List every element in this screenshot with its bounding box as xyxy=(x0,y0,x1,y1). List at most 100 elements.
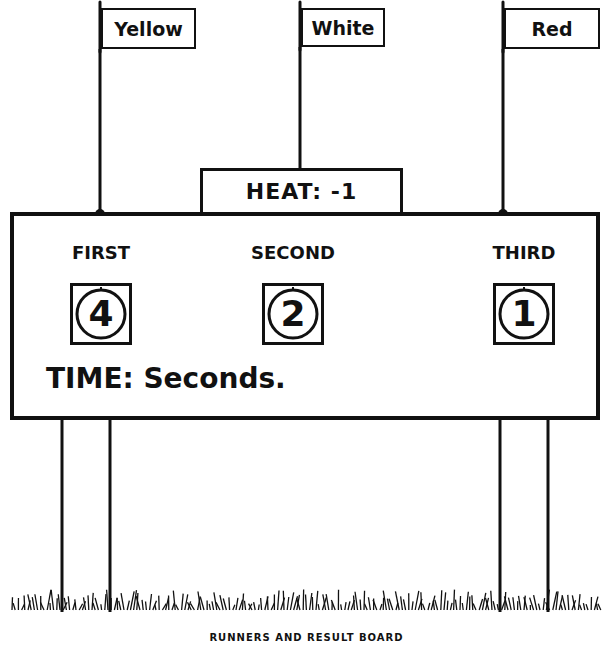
grass-blade xyxy=(433,601,434,610)
grass-blade xyxy=(422,604,424,610)
grass-blade xyxy=(32,597,34,610)
grass-blade xyxy=(486,598,489,610)
grass-blade xyxy=(95,598,98,610)
hanging-hook xyxy=(292,287,294,291)
grass-blade xyxy=(415,591,419,610)
grass-blade xyxy=(188,601,191,610)
grass-blade xyxy=(134,590,137,610)
place-box: FIRST4 xyxy=(31,242,171,345)
place-number: 1 xyxy=(496,286,552,342)
grass-blade xyxy=(568,595,569,610)
grass-blade xyxy=(93,603,95,610)
grass-blade xyxy=(355,592,358,610)
grass-blade xyxy=(312,597,314,610)
grass-blade xyxy=(383,591,386,610)
grass-blade xyxy=(513,597,515,610)
board-leg xyxy=(547,418,550,612)
grass-blade xyxy=(572,595,575,610)
grass-blade xyxy=(187,602,191,610)
heat-box: HEAT: -1 xyxy=(200,168,403,215)
grass-blade xyxy=(556,591,558,610)
grass-blade xyxy=(92,593,93,610)
grass-blade xyxy=(265,596,268,610)
grass-blade xyxy=(412,601,413,610)
grass-blade xyxy=(546,602,550,610)
grass-blade xyxy=(543,598,544,610)
grass-blade xyxy=(158,596,160,610)
flag-pole xyxy=(502,49,505,213)
hanging-hook xyxy=(523,287,525,291)
grass-blade xyxy=(220,595,223,610)
grass-blade xyxy=(538,604,540,610)
flag-pole xyxy=(299,47,302,169)
flag-text: Yellow xyxy=(114,18,183,40)
grass-blade xyxy=(594,597,598,610)
grass-blade xyxy=(578,594,580,610)
grass-blade xyxy=(283,591,285,610)
grass-blade xyxy=(155,605,156,610)
grass-blade xyxy=(116,598,118,610)
grass-blade xyxy=(49,603,51,610)
grass-blade xyxy=(305,595,307,610)
grass-blade xyxy=(145,602,147,610)
grass-blade xyxy=(338,590,339,610)
grass-blade xyxy=(28,594,31,610)
grass-blade xyxy=(68,596,69,610)
grass-blade xyxy=(173,591,175,610)
grass-blade xyxy=(142,600,143,610)
grass-blade xyxy=(182,594,184,610)
grass-blade xyxy=(75,599,76,610)
place-box: THIRD 1 xyxy=(454,242,594,345)
grass-blade xyxy=(83,597,85,610)
grass-blade xyxy=(87,595,89,610)
flag-pole xyxy=(99,49,102,213)
grass-blade xyxy=(13,603,15,610)
grass-blade xyxy=(23,596,25,610)
grass-blade xyxy=(191,604,195,610)
grass-blade xyxy=(216,602,220,610)
grass-blade xyxy=(249,604,252,610)
grass-blade xyxy=(408,593,409,610)
grass-blade xyxy=(431,596,435,610)
place-number: 2 xyxy=(265,286,321,342)
grass-blade xyxy=(119,601,121,610)
board-leg xyxy=(61,418,64,612)
grass-blade xyxy=(209,604,210,610)
grass-blade xyxy=(228,597,230,610)
time-label: TIME: Seconds. xyxy=(46,362,286,395)
grass-blade xyxy=(559,596,562,610)
grass-blade xyxy=(233,605,235,610)
grass-blade xyxy=(517,601,518,610)
grass-blade xyxy=(482,593,485,610)
figure-caption: RUNNERS AND RESULT BOARD xyxy=(0,632,613,643)
grass-blade xyxy=(466,592,468,610)
number-frame: 2 xyxy=(262,283,324,345)
grass-blade xyxy=(274,594,275,610)
grass-blade xyxy=(136,596,140,610)
grass-blade xyxy=(562,595,565,610)
grass-blade xyxy=(524,597,527,610)
grass-blade xyxy=(389,599,393,610)
grass-blade xyxy=(287,597,289,610)
grass-blade xyxy=(214,592,217,610)
grass-blade xyxy=(459,596,461,610)
grass-blade xyxy=(373,600,377,610)
grass-blade xyxy=(107,590,108,610)
grass xyxy=(12,589,601,610)
place-heading: SECOND xyxy=(223,242,363,263)
number-frame: 1 xyxy=(493,283,555,345)
grass-blade xyxy=(260,598,262,610)
grass-blade xyxy=(212,601,214,610)
grass-blade xyxy=(198,592,201,610)
result-board: TIME: Seconds. FIRST4 SECOND 2 THIRD 1 xyxy=(10,212,600,420)
grass-blade xyxy=(127,601,129,610)
grass-blade xyxy=(359,599,361,610)
grass-blade xyxy=(383,598,385,610)
place-heading: THIRD xyxy=(454,242,594,263)
grass-blade xyxy=(365,604,368,610)
grass-blade xyxy=(242,594,243,610)
grass-blade xyxy=(504,596,508,610)
grass-blade xyxy=(455,600,456,610)
grass-blade xyxy=(297,595,300,610)
